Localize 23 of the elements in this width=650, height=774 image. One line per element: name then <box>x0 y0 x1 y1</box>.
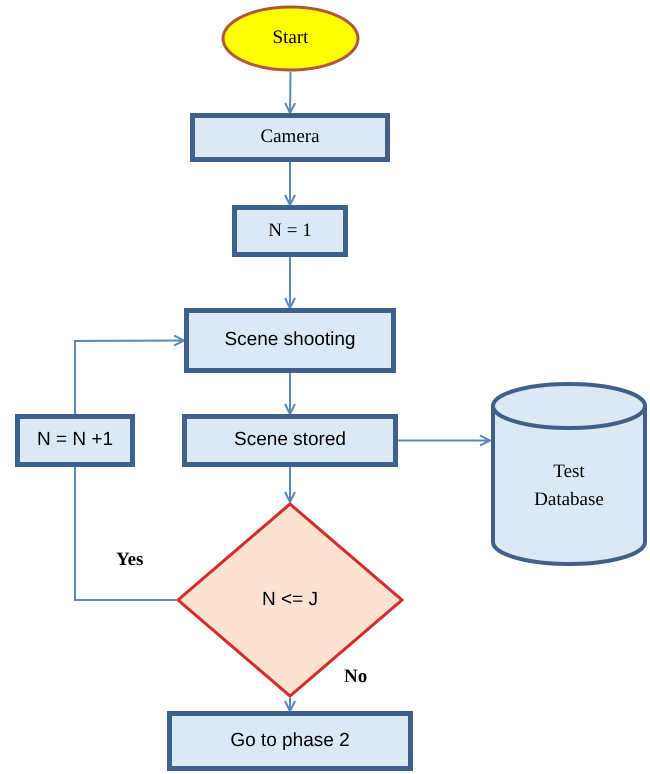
arrow <box>284 162 296 206</box>
node-label: N = 1 <box>267 218 313 243</box>
node-label: Scene stored <box>233 428 347 452</box>
node-label: Test Database <box>533 460 605 512</box>
node-label: Scene shooting <box>224 328 356 352</box>
node-label: Start <box>272 26 310 50</box>
arrow <box>284 72 296 114</box>
arrow <box>284 698 296 712</box>
process-box <box>182 414 398 467</box>
node-label: Go to phase 2 <box>229 728 351 753</box>
node-label: N = N +1 <box>36 428 114 452</box>
process-box <box>15 414 135 467</box>
process-box <box>184 308 396 373</box>
arrow <box>284 257 296 309</box>
arrow <box>284 373 296 415</box>
process-box <box>190 113 390 162</box>
node-label: N <= J <box>261 588 319 612</box>
process-box <box>167 711 413 771</box>
process-box <box>232 205 348 257</box>
arrow <box>398 434 491 446</box>
node-label: Camera <box>259 125 321 150</box>
arrow <box>74 334 185 414</box>
arrow <box>284 467 296 503</box>
